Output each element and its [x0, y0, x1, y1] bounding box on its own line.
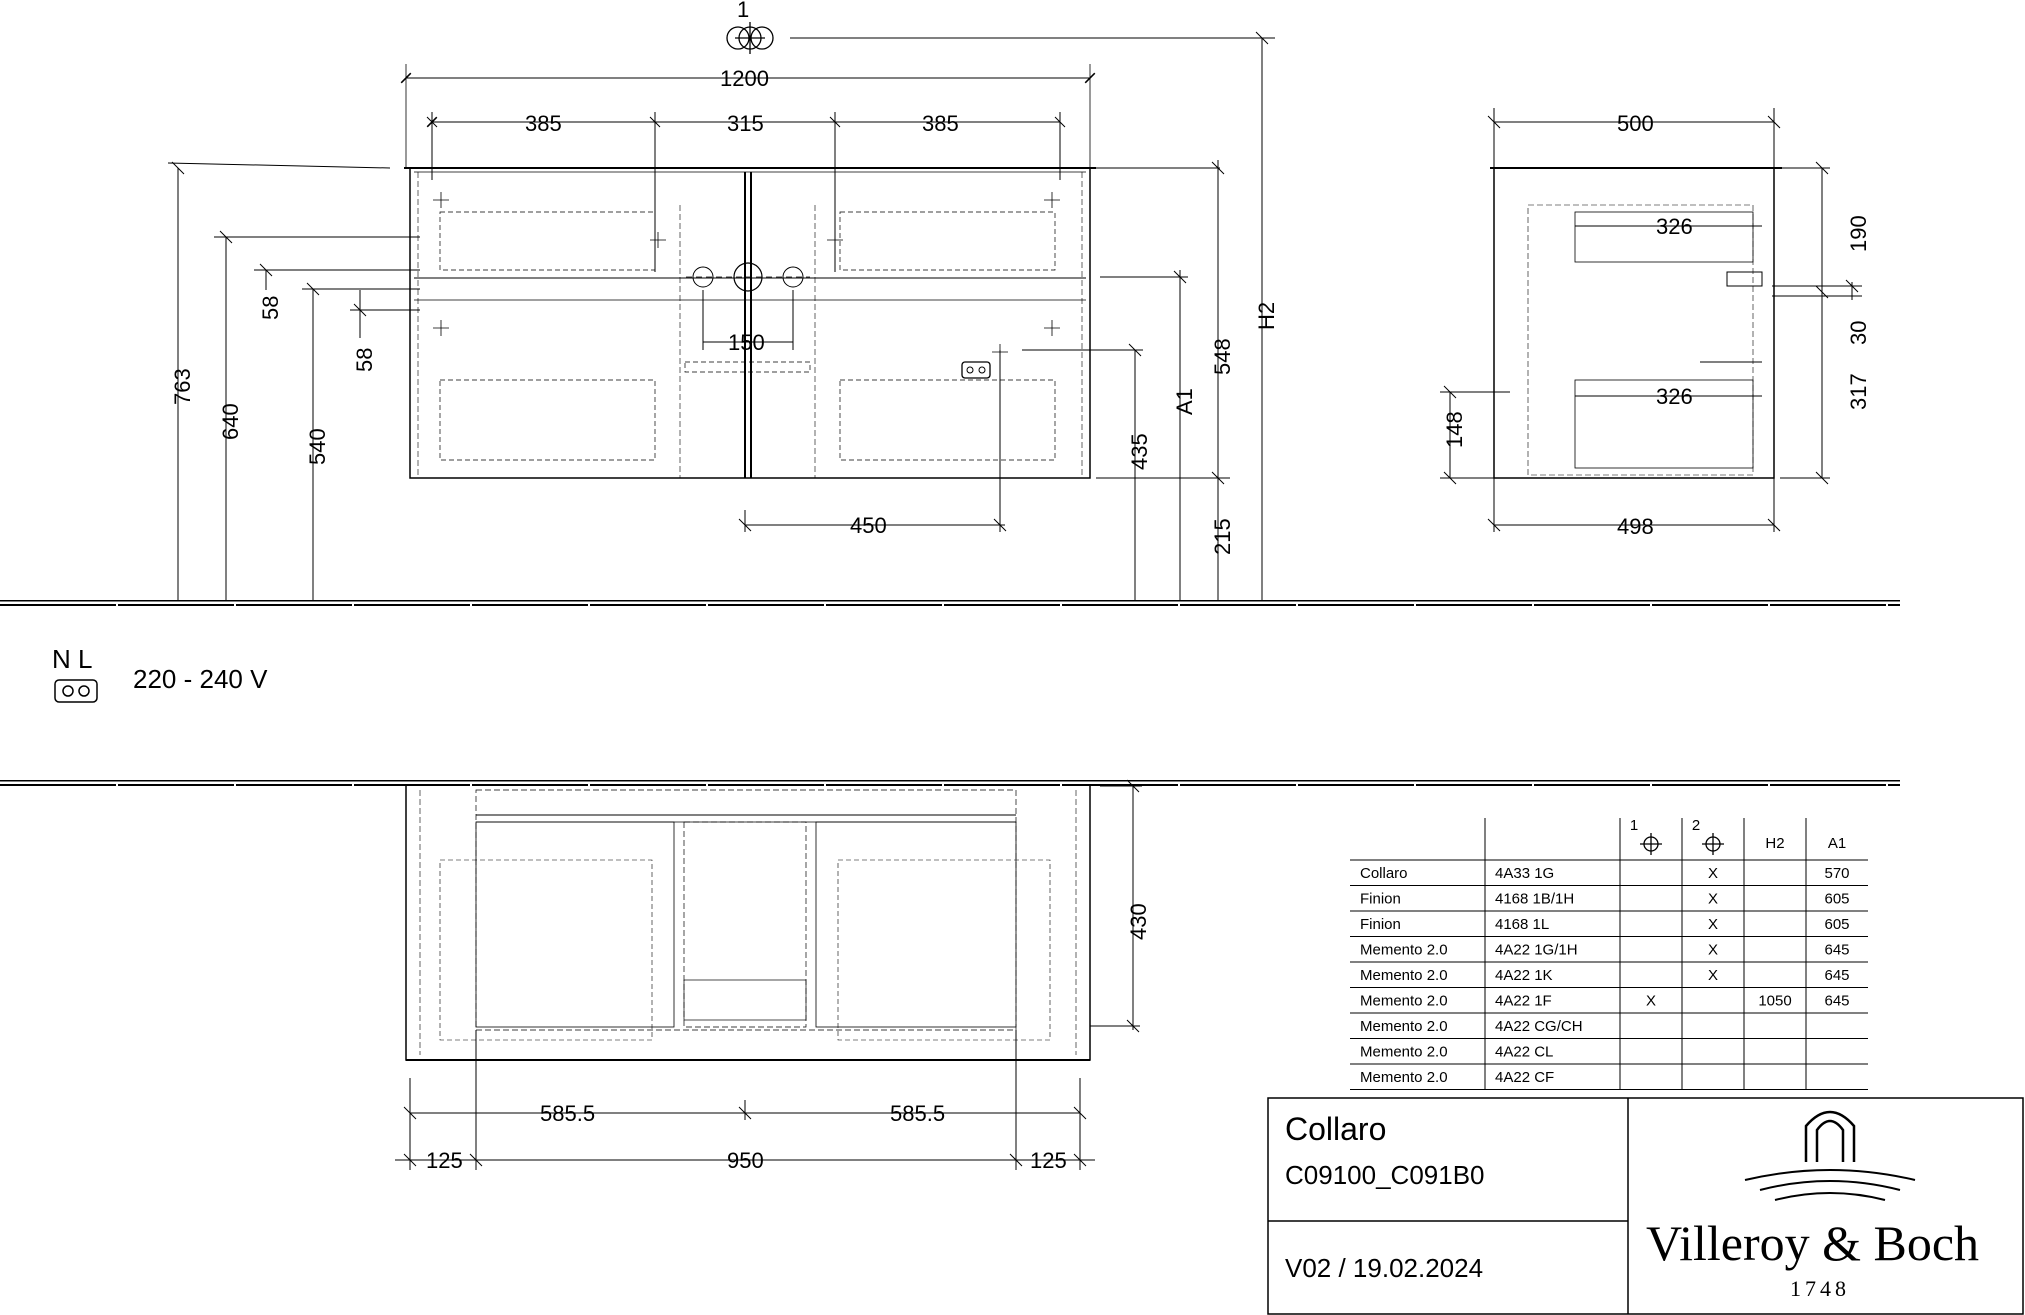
outlet-marker-label: 1 [737, 0, 749, 22]
brand-year: 1748 [1790, 1276, 1850, 1301]
outlet-1-icon [1640, 833, 1662, 855]
dim-150: 150 [728, 330, 765, 355]
plan-dim-labels: 430 585.5 585.5 125 950 125 [426, 903, 1151, 1173]
dim-450: 450 [850, 513, 887, 538]
version-date: V02 / 19.02.2024 [1285, 1253, 1483, 1283]
table-cell: 605 [1824, 891, 1849, 908]
dim-h2: H2 [1254, 302, 1279, 330]
outlet-marker-icon [726, 22, 774, 54]
dim-500: 500 [1617, 111, 1654, 136]
dim-w-mid: 315 [727, 111, 764, 136]
dim-548: 548 [1210, 338, 1235, 375]
table-header-cell: H2 [1765, 835, 1784, 852]
dim-763: 763 [170, 368, 195, 405]
front-dim-labels: 1 1200 385 315 385 150 450 763 640 58 54… [170, 0, 1279, 555]
table-cell: 4A33 1G [1495, 865, 1554, 882]
table-cell: 605 [1824, 916, 1849, 933]
dim-435: 435 [1127, 433, 1152, 470]
voltage-label: 220 - 240 V [133, 664, 268, 694]
table-cell: X [1708, 891, 1718, 908]
title-block-text: Collaro C09100_C091B0 V02 / 19.02.2024 V… [1285, 1111, 1979, 1301]
floor-line-top [0, 600, 1900, 608]
outlet-2-icon [1702, 833, 1724, 855]
table-cell: 4A22 CL [1495, 1044, 1553, 1061]
table-cell: Finion [1360, 891, 1401, 908]
dim-125-right: 125 [1030, 1148, 1067, 1173]
dim-640: 640 [218, 403, 243, 440]
front-view [0, 22, 1900, 608]
dim-326-upper: 326 [1656, 214, 1693, 239]
table-cell: X [1708, 942, 1718, 959]
dim-58b: 58 [352, 348, 377, 372]
dim-585-left: 585.5 [540, 1101, 595, 1126]
table-cell: Memento 2.0 [1360, 942, 1448, 959]
dim-w-left: 385 [525, 111, 562, 136]
table-cell: 4A22 1G/1H [1495, 942, 1578, 959]
floor-line-bottom [0, 780, 1900, 788]
brand-logo-icon [1744, 1110, 1916, 1201]
dim-540: 540 [305, 428, 330, 465]
double-socket-icon [54, 679, 98, 703]
table-cell: 645 [1824, 993, 1849, 1010]
table-cell: Memento 2.0 [1360, 993, 1448, 1010]
table-cell: Memento 2.0 [1360, 1069, 1448, 1086]
dim-a1: A1 [1172, 388, 1197, 415]
side-dim-labels: 500 498 326 326 190 30 317 148 [1442, 111, 1871, 539]
table-header-cell: A1 [1828, 835, 1846, 852]
table-header-cell: 1 [1630, 817, 1638, 834]
dim-430: 430 [1126, 903, 1151, 940]
dim-215: 215 [1210, 518, 1235, 555]
table-cell: 645 [1824, 942, 1849, 959]
electrical-legend: N L 220 - 240 V [52, 644, 268, 703]
dim-950: 950 [727, 1148, 764, 1173]
dim-498: 498 [1617, 514, 1654, 539]
table-cell: Memento 2.0 [1360, 1018, 1448, 1035]
dim-w-right: 385 [922, 111, 959, 136]
dim-125-left: 125 [426, 1148, 463, 1173]
dim-317: 317 [1846, 373, 1871, 410]
table-cell: X [1708, 865, 1718, 882]
plan-view [0, 779, 1900, 1170]
dim-326-lower: 326 [1656, 384, 1693, 409]
table-cell: Finion [1360, 916, 1401, 933]
table-cell: X [1646, 993, 1656, 1010]
title-block [1267, 1097, 2024, 1315]
table-cell: 4A22 1F [1495, 993, 1552, 1010]
table-cell: Memento 2.0 [1360, 1044, 1448, 1061]
table-cell: X [1708, 967, 1718, 984]
dim-30: 30 [1846, 321, 1871, 345]
dim-585-right: 585.5 [890, 1101, 945, 1126]
product-name: Collaro [1285, 1111, 1386, 1147]
table-cell: 4168 1L [1495, 916, 1549, 933]
side-view [1440, 108, 1862, 532]
table-cell: X [1708, 916, 1718, 933]
socket-icon [961, 361, 991, 379]
table-cell: 4A22 CG/CH [1495, 1018, 1583, 1035]
table-cell: Collaro [1360, 865, 1408, 882]
dim-148: 148 [1442, 411, 1467, 448]
table-cell: 570 [1824, 865, 1849, 882]
cabinet-side [1493, 167, 1775, 479]
article-number: C09100_C091B0 [1285, 1160, 1485, 1190]
dim-190: 190 [1846, 215, 1871, 252]
dim-width-total: 1200 [720, 66, 769, 91]
dim-58a: 58 [258, 296, 283, 320]
table-cell: 4A22 CF [1495, 1069, 1554, 1086]
table-cell: 4168 1B/1H [1495, 891, 1574, 908]
table-cell: 1050 [1758, 993, 1791, 1010]
table-header-cell: 2 [1692, 817, 1700, 834]
table-cell: Memento 2.0 [1360, 967, 1448, 984]
brand-name: Villeroy & Boch [1646, 1215, 1979, 1271]
electrical-nl-label: N L [52, 644, 92, 674]
table-cell: 645 [1824, 967, 1849, 984]
table-cell: 4A22 1K [1495, 967, 1553, 984]
